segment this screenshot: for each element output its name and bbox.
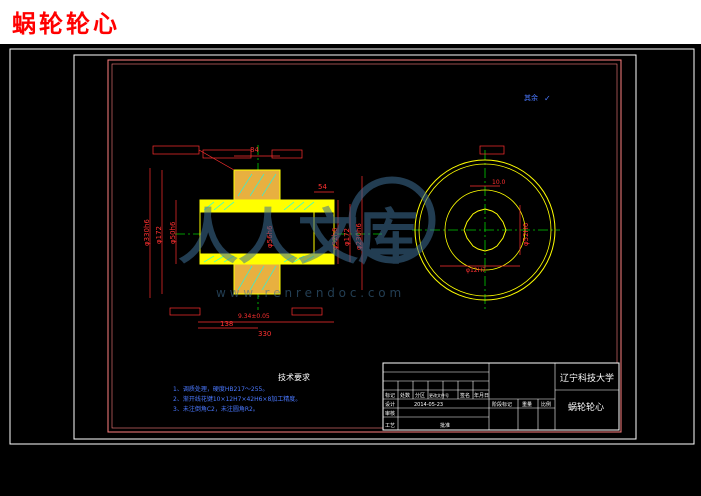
title-block-school: 辽宁科技大学 — [560, 372, 614, 384]
right-shoulder — [313, 199, 335, 265]
surface-finish-symbol: ✓ — [544, 94, 551, 103]
title-block-col-5: 签名 — [460, 392, 470, 399]
flange-top — [233, 169, 281, 201]
tech-req-line-2: 2、渐开线花键10×12H7×42H6×8加工精度。 — [173, 395, 301, 403]
dim-diam-mid: φ56h6 — [266, 225, 274, 248]
dim-diam-right-1: φ52h6 — [331, 227, 339, 250]
surface-finish-note: 其余 — [524, 93, 538, 102]
front-dim-top: 10.0 — [492, 179, 506, 186]
outer-circle — [414, 159, 556, 301]
title-block-col-6: 年月日 — [474, 392, 489, 399]
front-dimension-lines — [440, 145, 521, 267]
title-block-scale: 比例 — [541, 401, 551, 408]
front-dim-side: φ52H6 — [522, 222, 530, 246]
section-hatch — [203, 173, 315, 291]
watermark-logo-ring — [348, 176, 436, 264]
tech-req-title: 技术要求 — [278, 372, 310, 382]
tech-req-line-1: 1、调质处理，硬度HB217～255。 — [173, 385, 268, 393]
drawing-border — [107, 59, 622, 433]
title-block-row-process: 工艺 — [385, 423, 395, 429]
dim-330: 330 — [258, 330, 271, 338]
title-block-frame — [382, 362, 620, 431]
dim-84: 84 — [250, 146, 259, 154]
title-block-part-name: 蜗轮轮心 — [568, 401, 604, 413]
dim-small: 9.34±0.05 — [238, 313, 270, 320]
title-block-col-1: 标记 — [385, 392, 395, 399]
front-view: 10.0 φ52H6 φ12H7 — [412, 145, 560, 310]
dim-diam-left-outer: φ330h6 — [143, 219, 151, 246]
title-block-weight: 重量 — [522, 401, 532, 408]
title-block-stage: 阶段标记 — [492, 401, 512, 408]
watermark-url: w w w . r e n r e n d o c . c o m — [216, 286, 401, 300]
title-block-col-3: 分区 — [415, 392, 425, 399]
hub-circle — [444, 189, 526, 271]
title-block-date: 2014-05-23 — [414, 402, 443, 408]
dim-diam-left-2: φ172 — [155, 226, 163, 244]
drawing-border-inner — [111, 63, 618, 429]
dim-diam-left-3: φ50h6 — [169, 221, 177, 244]
dim-138: 138 — [220, 320, 233, 328]
watermark: 人人文库 w w w . r e n r e n d o c . c o m — [178, 176, 436, 300]
title-block: 标记 处数 分区 更改文件号 签名 年月日 设计 2014-05-23 审核 工… — [382, 362, 620, 431]
page-title: 蜗轮轮心 — [12, 10, 120, 38]
technical-requirements: 技术要求 1、调质处理，硬度HB217～255。 2、渐开线花键10×12H7×… — [173, 372, 310, 413]
title-block-col-2: 处数 — [400, 392, 410, 399]
title-block-approve: 批准 — [440, 422, 450, 429]
spline-bore — [463, 208, 507, 252]
front-dim-bottom: φ12H7 — [466, 267, 486, 274]
tech-req-line-3: 3、未注倒角C2，未注圆角R2。 — [173, 405, 259, 413]
section-view: 84 54 138 330 9.34±0.05 φ330h6 φ172 φ50h… — [143, 145, 382, 338]
dim-diam-right-2: φ172 — [343, 228, 351, 246]
outer-circle-2 — [418, 163, 552, 297]
title-block-row-design: 设计 — [385, 401, 395, 408]
title-block-row-review: 审核 — [385, 410, 395, 417]
watermark-text: 人人文库 — [178, 203, 418, 273]
hub-bore — [199, 211, 335, 255]
dim-54: 54 — [318, 183, 327, 191]
section-dimension-lines — [149, 145, 363, 329]
outer-frame — [9, 48, 695, 445]
inner-frame — [73, 54, 637, 440]
title-block-col-4: 更改文件号 — [429, 392, 449, 398]
